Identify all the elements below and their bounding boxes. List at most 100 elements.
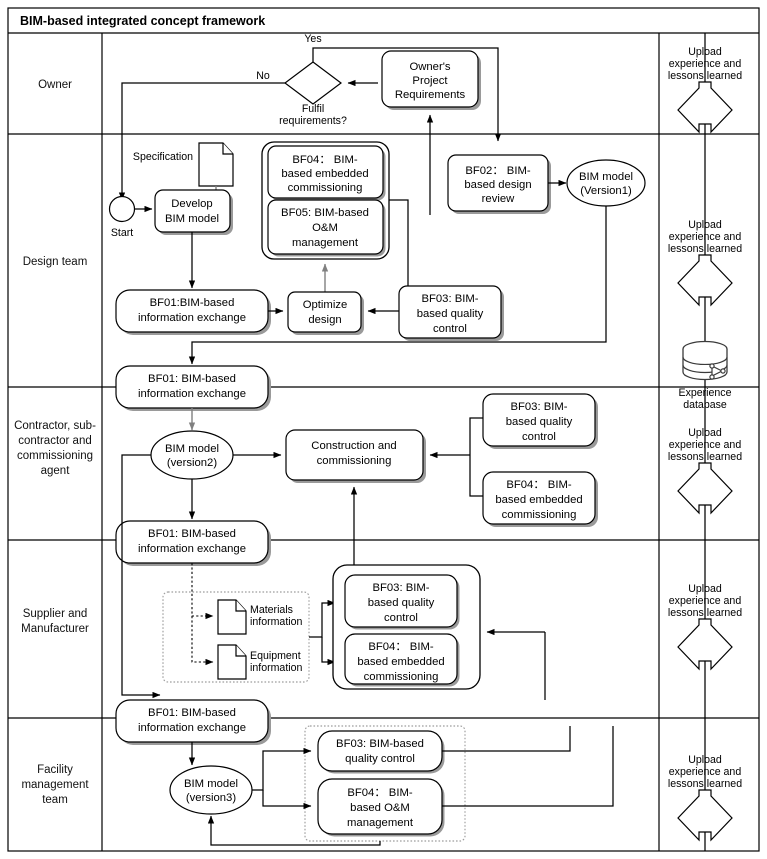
svg-text:quality control: quality control — [345, 753, 415, 765]
data-bim-model-version2[interactable]: BIM model (version2) — [150, 430, 234, 480]
artifact-specification: Specification — [133, 142, 234, 187]
svg-text:lessons learned: lessons learned — [668, 70, 742, 82]
task-bf03-quality-control-design[interactable]: BF03: BIM- based quality control — [398, 285, 504, 341]
upload-gateway-contractor[interactable]: Upload experience and lessons learned — [668, 427, 742, 515]
task-bf04-embedded-commissioning-contractor[interactable]: BF04： BIM- based embedded commissioning — [482, 471, 598, 527]
svg-text:database: database — [683, 399, 727, 411]
svg-text:lessons learned: lessons learned — [668, 451, 742, 463]
edge-no-to-start — [118, 82, 285, 201]
label-no: No — [256, 70, 270, 82]
task-owners-project-requirements[interactable]: Owner's Project Requirements — [381, 50, 481, 110]
svg-text:Optimize: Optimize — [303, 299, 348, 311]
edge-bim-v3-to-bf03 — [252, 747, 312, 791]
svg-text:management: management — [21, 779, 89, 791]
gateway-fulfil-requirements[interactable]: Fulfil requirements? — [279, 61, 347, 127]
svg-text:Construction and: Construction and — [311, 440, 396, 452]
svg-text:BIM model: BIM model — [184, 778, 238, 790]
svg-text:team: team — [42, 794, 68, 806]
double-arrow-shape — [677, 789, 733, 842]
svg-text:BF04： BIM-: BF04： BIM- — [347, 787, 413, 799]
svg-text:management: management — [347, 817, 414, 829]
svg-text:O&M: O&M — [312, 222, 338, 234]
svg-text:Start: Start — [111, 227, 133, 239]
svg-text:agent: agent — [41, 465, 71, 477]
edge-bf01-to-equipment — [191, 616, 214, 666]
svg-text:contractor and: contractor and — [18, 435, 92, 447]
upload-gateway-facility[interactable]: Upload experience and lessons learned — [668, 754, 742, 842]
svg-text:Upload: Upload — [688, 427, 722, 439]
double-arrow-shape — [677, 81, 733, 134]
edge-artifacts-to-bf03-supplier — [309, 599, 336, 638]
svg-text:Manufacturer: Manufacturer — [21, 623, 89, 635]
task-bf03-quality-control-facility[interactable]: BF03: BIM-based quality control — [317, 730, 445, 774]
svg-text:(version2): (version2) — [167, 457, 217, 469]
task-bf04-embedded-commissioning-supplier[interactable]: BF04： BIM- based embedded commissioning — [344, 633, 460, 687]
lane-label-facility: Facility management team — [21, 764, 89, 806]
task-bf04-om-management-facility[interactable]: BF04： BIM- based O&M management — [317, 778, 445, 837]
task-bf01-information-exchange-contractor-bottom[interactable]: BF01: BIM-based information exchange — [115, 520, 271, 566]
label-yes: Yes — [304, 33, 321, 45]
svg-text:BF04： BIM-: BF04： BIM- — [506, 479, 572, 491]
data-bim-model-version1[interactable]: BIM model (Version1) — [566, 159, 646, 207]
task-bf03-quality-control-supplier[interactable]: BF03: BIM- based quality control — [344, 574, 460, 630]
svg-text:(Version1): (Version1) — [580, 185, 632, 197]
task-bf01-information-exchange-design[interactable]: BF01:BIM-based information exchange — [115, 289, 271, 335]
svg-text:control: control — [522, 431, 556, 443]
lane-label-supplier: Supplier and Manufacturer — [21, 608, 89, 635]
task-construction-and-commissioning[interactable]: Construction and commissioning — [285, 429, 426, 483]
data-bim-model-version3[interactable]: BIM model (version3) — [169, 765, 253, 815]
svg-text:based embedded: based embedded — [495, 494, 582, 506]
task-bf04-embedded-commissioning-design[interactable]: BF04： BIM- based embedded commissioning — [267, 145, 386, 201]
svg-text:Upload: Upload — [688, 219, 722, 231]
svg-text:Upload: Upload — [688, 583, 722, 595]
task-optimize-design[interactable]: Optimize design — [287, 291, 364, 335]
svg-text:Develop: Develop — [171, 198, 212, 210]
svg-text:BF03: BIM-: BF03: BIM- — [421, 293, 478, 305]
svg-text:Fulfil: Fulfil — [302, 103, 324, 115]
double-arrow-shape — [677, 462, 733, 515]
svg-text:Supplier and: Supplier and — [23, 608, 88, 620]
upload-gateway-supplier[interactable]: Upload experience and lessons learned — [668, 583, 742, 671]
task-bf01-information-exchange-contractor-top[interactable]: BF01: BIM-based information exchange — [115, 365, 271, 411]
svg-text:commissioning: commissioning — [317, 455, 392, 467]
svg-text:commissioning: commissioning — [288, 182, 363, 194]
experience-database-node: Experience database — [679, 340, 732, 411]
svg-text:experience and: experience and — [669, 766, 742, 778]
svg-text:BIM model: BIM model — [165, 443, 219, 455]
artifact-materials-information[interactable]: Materials information — [217, 599, 303, 635]
svg-text:lessons learned: lessons learned — [668, 778, 742, 790]
svg-text:information: information — [250, 616, 303, 628]
svg-text:Materials: Materials — [250, 604, 293, 616]
label-specification: Specification — [133, 151, 193, 163]
lane-label-contractor: Contractor, sub- contractor and commissi… — [14, 420, 96, 477]
lane-label-owner: Owner — [38, 79, 72, 91]
artifact-equipment-information[interactable]: Equipment information — [217, 644, 303, 680]
svg-text:experience and: experience and — [669, 595, 742, 607]
start-event[interactable]: Start — [108, 195, 136, 240]
task-bf03-quality-control-contractor[interactable]: BF03: BIM- based quality control — [482, 393, 598, 449]
task-develop-bim-model[interactable]: Develop BIM model — [154, 189, 233, 235]
svg-text:experience and: experience and — [669, 231, 742, 243]
upload-gateway-design[interactable]: Upload experience and lessons learned — [668, 219, 742, 307]
svg-text:BIM model: BIM model — [165, 213, 219, 225]
lane-label-design-team: Design team — [23, 256, 88, 268]
upload-gateway-owner[interactable]: Upload experience and lessons learned — [668, 46, 742, 134]
svg-text:requirements?: requirements? — [279, 115, 347, 127]
svg-text:based quality: based quality — [368, 597, 435, 609]
task-bf05-om-management-design[interactable]: BF05: BIM-based O&M management — [267, 199, 386, 257]
svg-text:Equipment: Equipment — [250, 650, 301, 662]
svg-text:lessons learned: lessons learned — [668, 607, 742, 619]
svg-text:based embedded: based embedded — [281, 168, 368, 180]
svg-text:(version3): (version3) — [186, 792, 236, 804]
svg-text:BF01: BIM-based: BF01: BIM-based — [148, 373, 236, 385]
task-bf01-information-exchange-supplier-bottom[interactable]: BF01: BIM-based information exchange — [115, 699, 271, 745]
edge-bim-v3-to-bf04 — [262, 790, 312, 810]
svg-text:commissioning: commissioning — [364, 671, 439, 683]
svg-text:Project: Project — [412, 75, 448, 87]
edge-bf04-facility-out — [442, 726, 614, 807]
svg-text:BF04： BIM-: BF04： BIM- — [292, 154, 358, 166]
svg-text:review: review — [482, 193, 515, 205]
group-supplier-artifacts — [162, 591, 310, 683]
task-bf02-design-review[interactable]: BF02： BIM- based design review — [447, 154, 551, 214]
